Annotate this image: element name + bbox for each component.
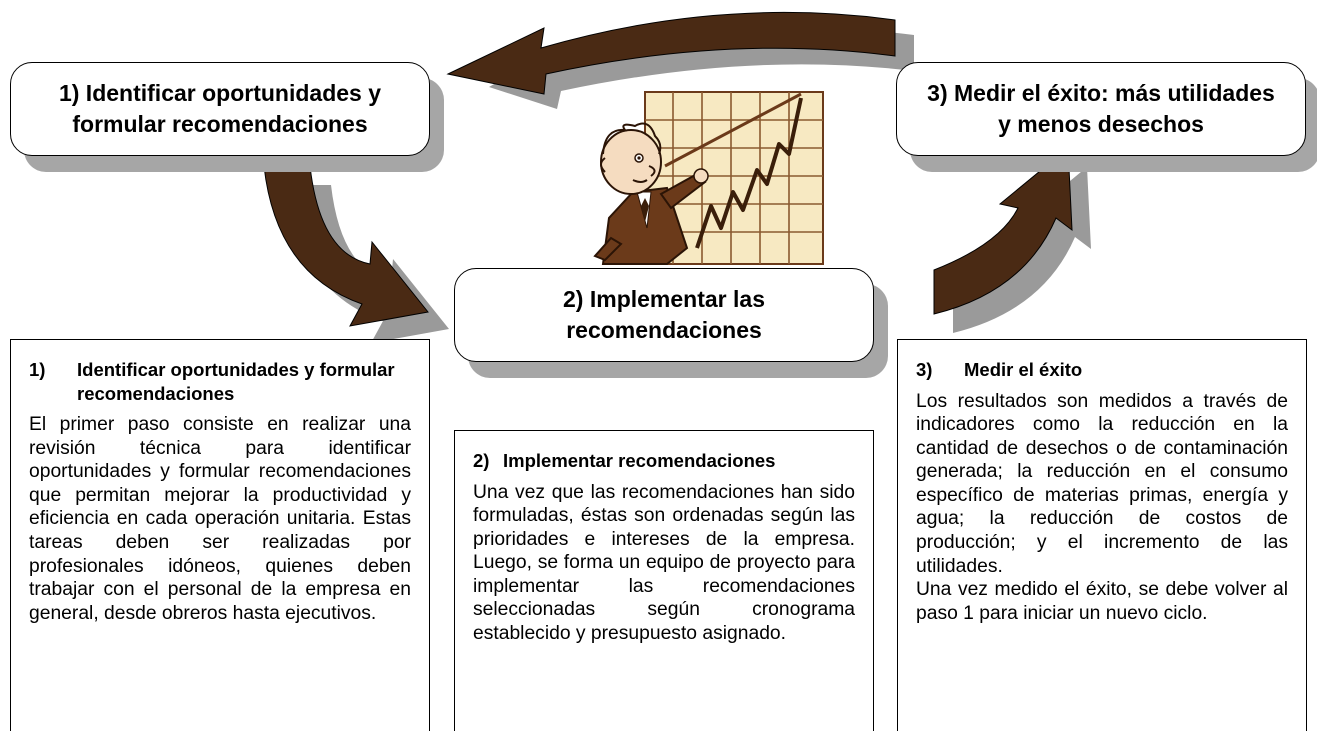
arrow-step3-to-step1	[446, 11, 896, 95]
panel-step1-heading: Identificar oportunidades y formular rec…	[77, 359, 395, 404]
panel-step1-body: El primer paso consiste en realizar una …	[29, 413, 411, 625]
panel-step1-text: El primer paso consiste en realizar una …	[29, 414, 411, 624]
step3-box: 3) Medir el éxito: más utilidades y meno…	[896, 62, 1306, 156]
presenter	[593, 92, 802, 265]
step2-box: 2) Implementar las recomendaciones	[454, 268, 874, 362]
step1-label: 1) Identificar oportunidades y formular …	[58, 80, 382, 137]
panel-step3-title: 3) Medir el éxito	[916, 358, 1288, 382]
panel-step2-text: Una vez que las recomendaciones han sido…	[473, 481, 855, 645]
panel-step3-heading: Medir el éxito	[964, 359, 1083, 380]
panel-step2: 2) Implementar recomendaciones Una vez q…	[454, 430, 874, 731]
panel-step3: 3) Medir el éxito Los resultados son med…	[897, 339, 1307, 731]
panel-step2-title: 2) Implementar recomendaciones	[473, 449, 855, 473]
arrow-step1-to-step2	[263, 165, 429, 327]
panel-step3-number: 3)	[916, 359, 933, 380]
arrow-step2-to-step3	[933, 146, 1073, 315]
step1-box: 1) Identificar oportunidades y formular …	[10, 62, 430, 156]
panel-step2-heading: Implementar recomendaciones	[503, 450, 776, 471]
panel-step1-number: 1)	[29, 359, 46, 380]
panel-step2-number: 2)	[473, 450, 490, 471]
panel-step2-body: Una vez que las recomendaciones han sido…	[473, 481, 855, 646]
panel-step3-text-1: Los resultados son medidos a través de i…	[916, 390, 1288, 577]
panel-step1: 1) Identificar oportunidades y formular …	[10, 339, 430, 731]
panel-step3-text-2: Una vez medido el éxito, se debe volver …	[916, 579, 1288, 624]
step2-label: 2) Implementar las recomendaciones	[563, 286, 765, 343]
panel-step1-title: 1) Identificar oportunidades y formular …	[29, 358, 411, 405]
presenter-with-growth-chart-icon	[593, 91, 824, 265]
step3-label: 3) Medir el éxito: más utilidades y meno…	[927, 80, 1275, 137]
panel-step3-body: Los resultados son medidos a través de i…	[916, 390, 1288, 626]
